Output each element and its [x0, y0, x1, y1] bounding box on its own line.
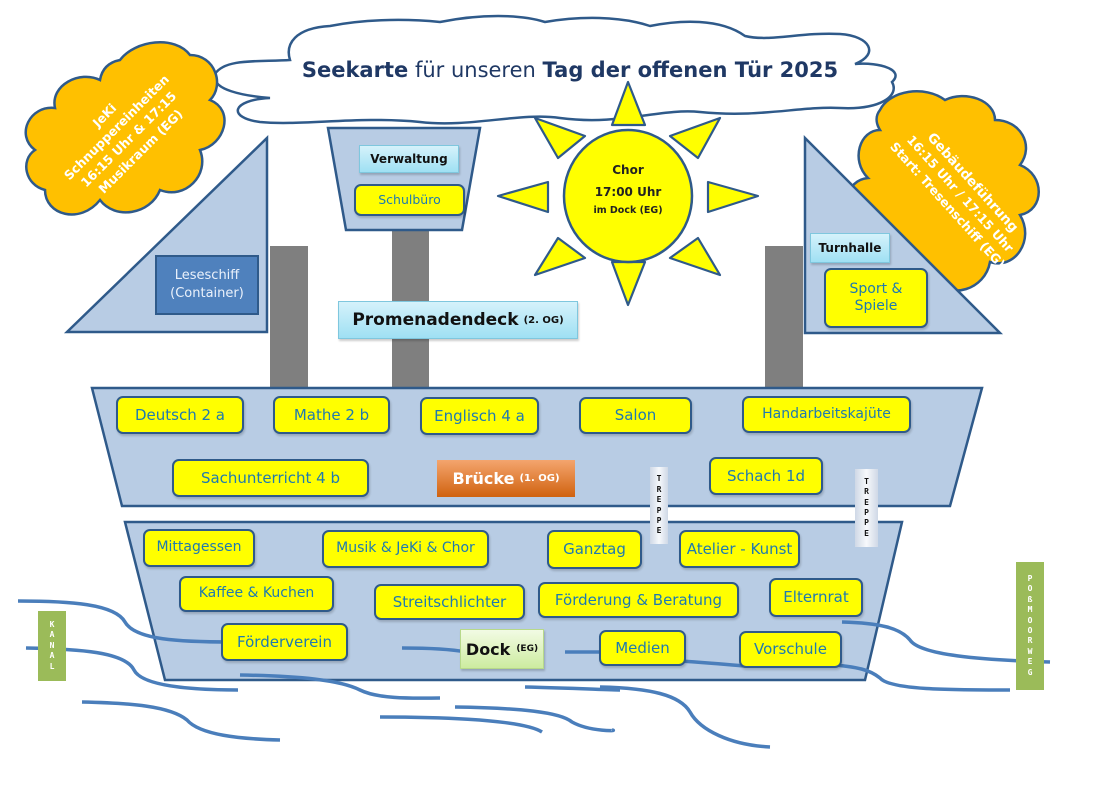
stairs-letter: E	[656, 495, 662, 505]
stairs-letter: E	[656, 526, 662, 536]
sign-letter: E	[1027, 657, 1033, 667]
stairs-letter: P	[656, 515, 662, 525]
leseschiff-name: Leseschiff	[174, 267, 240, 283]
sign-letter: W	[1027, 646, 1033, 656]
title-bold-2: Tag der offenen Tür 2025	[542, 58, 839, 82]
stairs-letter: T	[656, 474, 662, 484]
deck-name: Brücke	[452, 469, 515, 488]
sign-possmoorweg: P O ß M O O R W E G	[1016, 562, 1044, 690]
leseschiff-note: (Container)	[170, 286, 244, 301]
room-schulbuero[interactable]: Schulbüro	[354, 184, 465, 216]
stairs-right[interactable]: T R E P P E	[855, 469, 878, 547]
sign-letter: O	[1027, 615, 1033, 625]
room-musik-jeki-chor[interactable]: Musik & JeKi & Chor	[322, 530, 489, 568]
room-handarbeitskajuete[interactable]: Handarbeitskajüte	[742, 396, 911, 433]
sun-disc	[562, 128, 694, 264]
room-streitschlichter[interactable]: Streitschlichter	[374, 584, 525, 620]
room-englisch-4a[interactable]: Englisch 4 a	[420, 397, 539, 435]
sign-letter: ß	[1027, 594, 1033, 604]
sign-letter: L	[49, 661, 55, 671]
deck-name: Dock	[465, 639, 511, 659]
room-mittagessen[interactable]: Mittagessen	[143, 529, 255, 567]
room-leseschiff[interactable]: Leseschiff (Container)	[155, 255, 259, 315]
turnhalle-label: Turnhalle	[810, 233, 890, 263]
bruecke-label: Brücke (1. OG)	[437, 460, 575, 497]
room-foerderverein[interactable]: Förderverein	[221, 623, 348, 661]
jeki-cloud	[24, 41, 226, 216]
stairs-letter: E	[864, 528, 869, 538]
title-normal: für unseren	[414, 58, 536, 82]
sun-time: 17:00 Uhr	[594, 185, 662, 199]
sign-letter: N	[49, 640, 55, 650]
stairs-letter: T	[864, 476, 869, 486]
sign-letter: O	[1027, 584, 1033, 594]
room-mathe-2b[interactable]: Mathe 2 b	[273, 396, 390, 434]
room-foerderung-beratung[interactable]: Förderung & Beratung	[538, 582, 739, 618]
stairs-letter: E	[864, 497, 869, 507]
title-bold-1: Seekarte	[301, 58, 409, 82]
room-line: Sport &	[849, 280, 903, 297]
room-salon[interactable]: Salon	[579, 397, 692, 434]
room-vorschule[interactable]: Vorschule	[739, 631, 842, 668]
room-elternrat[interactable]: Elternrat	[769, 578, 863, 617]
room-deutsch-2a[interactable]: Deutsch 2 a	[116, 396, 244, 434]
stairs-letter: P	[864, 518, 869, 528]
room-sachunterricht-4b[interactable]: Sachunterricht 4 b	[172, 459, 369, 497]
deck-floor: (2. OG)	[523, 314, 564, 326]
stairs-letter: P	[864, 508, 869, 517]
room-schach-1d[interactable]: Schach 1d	[709, 457, 823, 495]
room-atelier-kunst[interactable]: Atelier - Kunst	[679, 530, 800, 568]
promenadendeck-label: Promenadendeck (2. OG)	[338, 301, 578, 339]
room-kaffee-kuchen[interactable]: Kaffee & Kuchen	[179, 576, 334, 612]
sign-letter: O	[1027, 626, 1033, 635]
sun-text: Chor 17:00 Uhr im Dock (EG)	[578, 163, 678, 216]
stairs-letter: R	[656, 484, 662, 494]
room-line: Spiele	[854, 298, 898, 314]
room-medien[interactable]: Medien	[599, 630, 686, 666]
deck-floor: (1. OG)	[519, 473, 560, 484]
stairs-left[interactable]: T R E P P E	[650, 467, 668, 544]
sign-letter: A	[49, 651, 55, 661]
mast-right	[765, 246, 803, 388]
stairs-letter: P	[656, 505, 662, 515]
dock-label: Dock (EG)	[460, 629, 544, 669]
sign-letter: K	[49, 620, 55, 630]
sun-title: Chor	[612, 163, 644, 177]
deck-name: Promenadendeck	[352, 310, 519, 330]
sign-letter: P	[1027, 574, 1033, 584]
sign-letter: G	[1027, 667, 1033, 677]
room-ganztag[interactable]: Ganztag	[547, 530, 642, 569]
verwaltung-label: Verwaltung	[359, 145, 459, 173]
stairs-letter: R	[864, 487, 869, 497]
sign-letter: A	[49, 630, 55, 640]
deck-floor: (EG)	[516, 644, 539, 654]
sun-place: im Dock (EG)	[593, 205, 663, 216]
mast-left	[270, 246, 308, 388]
sign-letter: R	[1027, 636, 1033, 646]
page-title: Seekarte für unseren Tag der offenen Tür…	[300, 58, 840, 82]
title-cloud	[213, 14, 897, 125]
sign-kanal: K A N A L	[38, 611, 66, 681]
sign-letter: M	[1027, 605, 1033, 615]
room-sport-spiele[interactable]: Sport & Spiele	[824, 268, 928, 328]
